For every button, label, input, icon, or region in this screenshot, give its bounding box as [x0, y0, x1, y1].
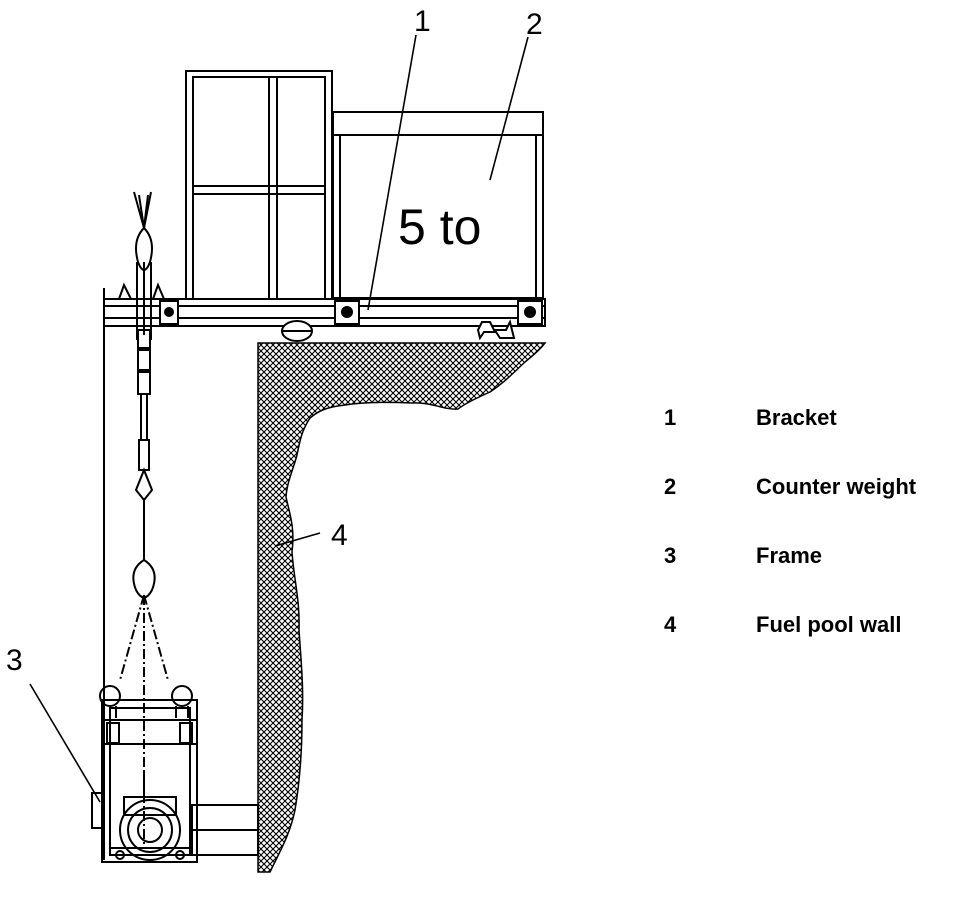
legend-label: Fuel pool wall	[756, 612, 902, 637]
legend-number: 2	[664, 474, 677, 499]
callout-leaders	[29, 34, 529, 803]
callout-4: 4	[331, 519, 348, 552]
parts-legend: 1 Bracket 2 Counter weight 3 Frame 4 Fue…	[660, 405, 960, 681]
bracket-beam	[103, 282, 546, 342]
upper-frame	[185, 70, 333, 300]
legend-row: 1 Bracket	[660, 405, 960, 474]
legend-number: 3	[664, 543, 677, 568]
callout-3: 3	[6, 644, 23, 677]
legend-label: Bracket	[756, 405, 837, 430]
fuel-pool-wall	[257, 342, 547, 873]
callout-2: 2	[526, 8, 543, 41]
callout-1: 1	[414, 5, 431, 38]
legend-label: Counter weight	[756, 474, 917, 499]
counter-weight-label: 5 to	[398, 199, 481, 255]
legend-label: Frame	[756, 543, 823, 568]
legend-number: 4	[664, 612, 677, 637]
frame-assembly	[91, 699, 259, 863]
hoist-chain	[103, 191, 169, 860]
legend-row: 4 Fuel pool wall	[660, 612, 960, 681]
lift-shackles	[99, 685, 193, 718]
legend-row: 2 Counter weight	[660, 474, 960, 543]
legend-row: 3 Frame	[660, 543, 960, 612]
legend-number: 1	[664, 405, 677, 430]
